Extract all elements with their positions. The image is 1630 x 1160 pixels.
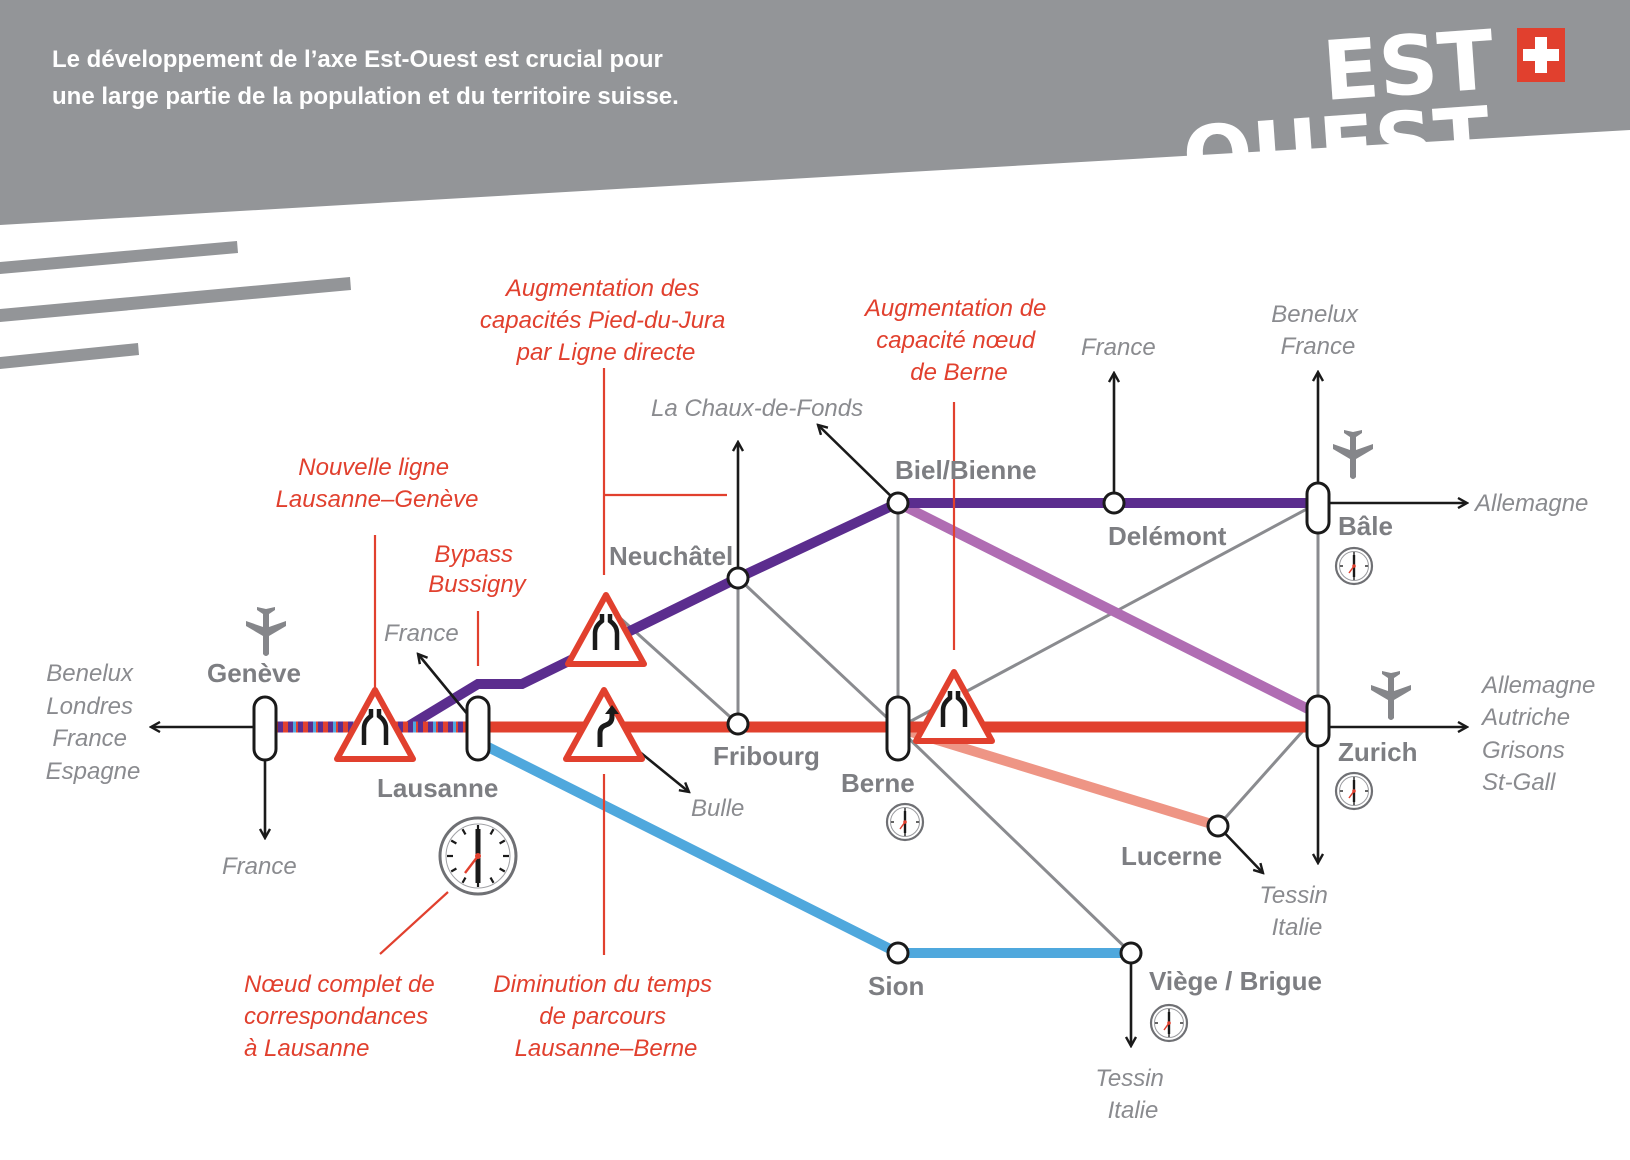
station-neuchatel: Neuchâtel — [609, 541, 733, 571]
line-purple-pied-du-jura — [404, 498, 1318, 732]
node-bale[interactable] — [1305, 481, 1331, 535]
dest-bale-east: Allemagne — [1473, 490, 1588, 517]
station-fribourg: Fribourg — [713, 741, 820, 771]
grey-connections — [607, 501, 1320, 955]
dest-chaux-de-fonds: La Chaux-de-Fonds — [651, 395, 863, 422]
node-delemont[interactable] — [1102, 491, 1126, 515]
line-berne-lucerne — [896, 723, 1220, 831]
road-narrows-warning-icon — [913, 669, 995, 744]
airplane-icon — [1371, 671, 1411, 720]
station-viege: Viège / Brigue — [1149, 966, 1322, 996]
station-clock-icon — [885, 802, 925, 842]
station-clock-icon — [1334, 546, 1374, 586]
node-geneve[interactable] — [252, 695, 278, 762]
node-zurich[interactable] — [1305, 694, 1331, 748]
node-lausanne[interactable] — [465, 695, 491, 762]
dest-zurich-south: Tessin Italie — [1259, 882, 1334, 941]
node-biel[interactable] — [886, 491, 910, 515]
dest-bulle: Bulle — [691, 795, 744, 822]
intro-text-line2: une large partie de la population et du … — [52, 83, 679, 110]
annotation-temps-parcours: Diminution du temps de parcours Lausanne… — [493, 971, 718, 1062]
station-lausanne: Lausanne — [377, 773, 498, 803]
station-sion: Sion — [868, 971, 924, 1001]
dest-lausanne-nw: France — [384, 620, 459, 647]
station-bale: Bâle — [1338, 511, 1393, 541]
airplane-icon — [1333, 430, 1373, 479]
logo-bottom-text: OUEST — [1180, 90, 1493, 206]
annotation-pied-du-jura: Augmentation des capacités Pied-du-Jura … — [480, 275, 732, 366]
node-neuchatel[interactable] — [726, 566, 750, 590]
annotation-nouvelle-ligne: Nouvelle ligne Lausanne–Genève — [276, 454, 479, 513]
decorative-stripes — [0, 241, 351, 369]
annotation-leaders — [373, 368, 956, 955]
station-zurich: Zurich — [1338, 737, 1417, 767]
road-narrows-warning-icon — [334, 687, 416, 762]
dest-bale-north: Benelux France — [1271, 301, 1364, 360]
station-clock-icon — [1149, 1003, 1189, 1043]
dest-zurich-east: Allemagne Autriche Grisons St-Gall — [1480, 672, 1602, 796]
node-viege[interactable] — [1119, 941, 1143, 965]
station-lucerne: Lucerne — [1121, 841, 1222, 871]
est-ouest-logo: EST OUEST — [1180, 13, 1565, 206]
station-geneve: Genève — [207, 658, 301, 688]
station-clock-icon — [1334, 771, 1374, 811]
station-berne: Berne — [841, 768, 915, 798]
double-bend-warning-icon — [563, 687, 645, 762]
dest-geneve-west: Benelux Londres France Espagne — [46, 660, 141, 785]
header-band — [0, 0, 1630, 225]
annotation-bypass: Bypass Bussigny — [428, 541, 527, 598]
intro-text-line1: Le développement de l’axe Est-Ouest est … — [52, 46, 663, 73]
line-biel-zurich — [895, 498, 1321, 719]
road-narrows-warning-icon — [565, 592, 647, 667]
node-lucerne[interactable] — [1206, 814, 1230, 838]
dest-delemont-north: France — [1081, 334, 1156, 361]
station-nodes — [252, 481, 1331, 965]
station-clock-icon-large — [438, 816, 518, 896]
annotation-noeud-berne: Augmentation de capacité nœud de Berne — [863, 295, 1053, 386]
airplane-icon — [246, 607, 286, 656]
logo-top-text: EST — [1320, 13, 1497, 120]
dest-geneve-south: France — [222, 853, 297, 880]
station-biel: Biel/Bienne — [895, 455, 1037, 485]
annotation-noeud-lausanne: Nœud complet de correspondances à Lausan… — [244, 971, 441, 1062]
node-sion[interactable] — [886, 941, 910, 965]
node-fribourg[interactable] — [726, 712, 750, 736]
station-delemont: Delémont — [1108, 521, 1227, 551]
dest-viege-south: Tessin Italie — [1095, 1065, 1170, 1124]
node-berne[interactable] — [885, 695, 911, 762]
